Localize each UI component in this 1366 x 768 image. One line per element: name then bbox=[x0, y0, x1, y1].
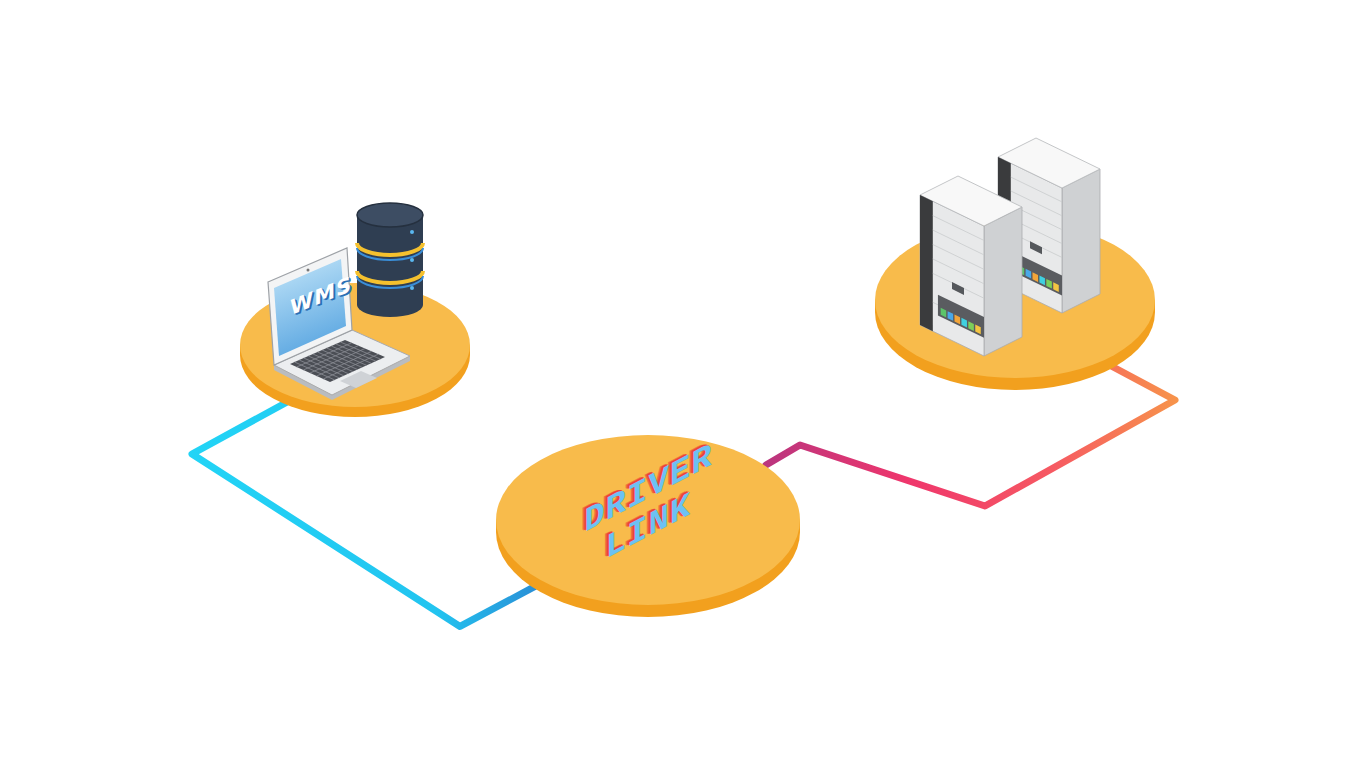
tray-item bbox=[955, 315, 961, 325]
tray-item bbox=[1033, 272, 1039, 282]
laptop-lid bbox=[268, 248, 352, 365]
tray-item bbox=[941, 308, 947, 318]
tray-item bbox=[948, 311, 954, 321]
cyan-connector bbox=[192, 395, 535, 626]
database-band bbox=[357, 271, 423, 283]
tray-item bbox=[961, 318, 967, 328]
tray-item bbox=[1053, 282, 1059, 292]
keyboard-column bbox=[336, 344, 376, 361]
tower-panel-line bbox=[933, 230, 984, 255]
tower-panel-line bbox=[933, 245, 984, 270]
wms-platform: WMS bbox=[270, 240, 440, 395]
tower-top bbox=[998, 138, 1100, 188]
platform-group bbox=[240, 203, 470, 417]
tower-panel-line bbox=[933, 216, 984, 241]
database-body bbox=[357, 215, 423, 317]
tray-item bbox=[1046, 279, 1052, 289]
laptop-camera bbox=[307, 269, 310, 272]
tower-panel-line bbox=[933, 273, 984, 298]
tray-item bbox=[975, 325, 981, 335]
tower-opening bbox=[1016, 253, 1062, 295]
database-band bbox=[357, 276, 423, 288]
database-light bbox=[410, 230, 414, 234]
storage-platform bbox=[905, 135, 1125, 360]
tower-top bbox=[920, 176, 1022, 226]
tower-panel-line bbox=[1011, 177, 1062, 202]
tower-badge bbox=[952, 282, 964, 295]
tray-item bbox=[968, 321, 974, 331]
database-light bbox=[410, 258, 414, 262]
platform-drawing bbox=[905, 135, 1125, 360]
laptop-touchpad bbox=[340, 371, 377, 388]
tower-panel-line bbox=[933, 259, 984, 284]
platform-group bbox=[875, 138, 1155, 390]
database-band bbox=[357, 248, 423, 260]
keyboard-column bbox=[331, 346, 371, 363]
tower-strip bbox=[920, 195, 933, 331]
database-band bbox=[357, 243, 423, 255]
tower-opening bbox=[938, 295, 984, 338]
tray-item bbox=[1039, 276, 1045, 286]
tray-item bbox=[1026, 269, 1032, 279]
tower-side bbox=[1062, 169, 1100, 313]
database-light bbox=[410, 286, 414, 290]
database-top bbox=[357, 203, 423, 227]
driver-link-platform: DRIVER LINK bbox=[530, 430, 766, 586]
tower-side bbox=[984, 207, 1022, 356]
keyboard-column bbox=[340, 342, 380, 359]
tower-badge bbox=[1030, 241, 1042, 254]
